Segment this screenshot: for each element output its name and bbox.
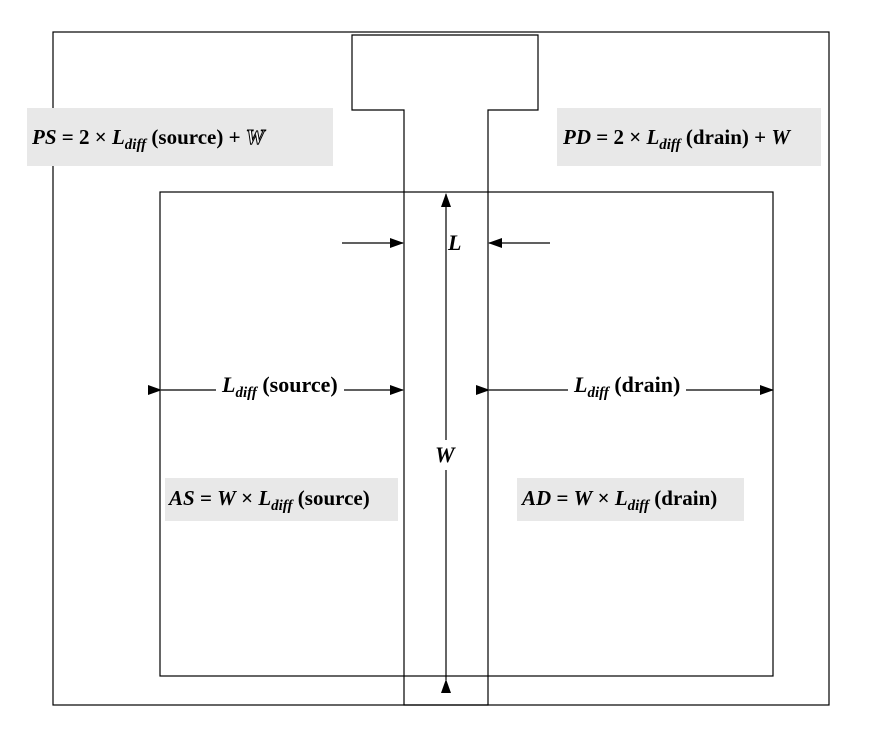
as-sub: diff bbox=[271, 498, 293, 514]
ad-times: × bbox=[592, 486, 615, 510]
ad-arg: (drain) bbox=[649, 486, 718, 510]
gate-length-label: L bbox=[448, 230, 462, 255]
pd-formula: PD = 2 × Ldiff (drain) + W bbox=[557, 108, 821, 166]
ad-lhs: AD bbox=[522, 486, 552, 510]
ldiff-drain-arg: (drain) bbox=[608, 372, 681, 397]
ldiff-source-sub: diff bbox=[235, 385, 257, 401]
ldiff-drain-label: Ldiff (drain) bbox=[568, 372, 687, 401]
ldiff-source-var: L bbox=[222, 372, 236, 397]
as-w: W bbox=[217, 486, 236, 510]
ps-tail: W bbox=[245, 125, 265, 150]
ldiff-source-label: Ldiff (source) bbox=[216, 372, 344, 401]
ps-eq: = 2 × bbox=[56, 125, 112, 149]
pd-arg: (drain) + bbox=[680, 125, 772, 149]
ldiff-drain-var: L bbox=[574, 372, 588, 397]
as-formula: AS = W × Ldiff (source) bbox=[165, 478, 398, 521]
ps-var: L bbox=[111, 125, 125, 149]
ldiff-drain-sub: diff bbox=[587, 385, 609, 401]
ps-lhs: PS bbox=[32, 125, 57, 149]
ad-sub: diff bbox=[627, 498, 650, 514]
ps-arg: (source) + bbox=[146, 125, 246, 149]
pd-var: L bbox=[646, 125, 660, 149]
pd-sub: diff bbox=[659, 137, 681, 153]
pd-eq: = 2 × bbox=[591, 125, 647, 149]
ad-formula: AD = W × Ldiff (drain) bbox=[517, 478, 744, 521]
diffusion-region bbox=[159, 191, 774, 677]
ldiff-source-arg: (source) bbox=[256, 372, 338, 397]
width-label: W bbox=[433, 440, 457, 470]
as-lhs: AS bbox=[169, 486, 195, 510]
ad-var: L bbox=[614, 486, 628, 510]
as-eq: = bbox=[194, 486, 218, 510]
as-var: L bbox=[258, 486, 272, 510]
ad-eq: = bbox=[551, 486, 574, 510]
ps-sub: diff bbox=[124, 137, 147, 153]
pd-tail: W bbox=[771, 125, 791, 149]
as-times: × bbox=[235, 486, 259, 510]
ad-w: W bbox=[573, 486, 593, 510]
as-arg: (source) bbox=[292, 486, 370, 510]
pd-lhs: PD bbox=[563, 125, 591, 149]
gate-poly bbox=[351, 34, 539, 706]
ps-formula: PS = 2 × Ldiff (source) + W bbox=[27, 108, 333, 166]
